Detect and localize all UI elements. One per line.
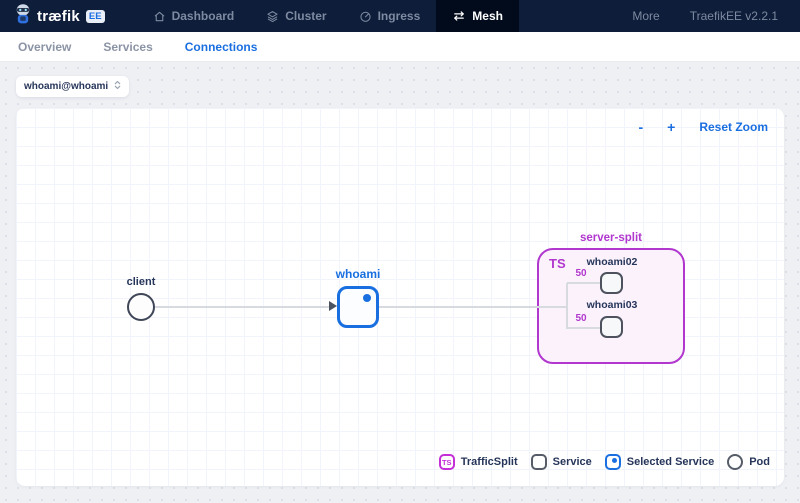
traefik-logo[interactable]: træfik EE	[14, 0, 105, 32]
split-branch-edge	[566, 283, 568, 329]
whoami02-label: whoami02	[586, 256, 638, 268]
nav-item-label: Mesh	[472, 9, 503, 23]
tab-overview[interactable]: Overview	[18, 39, 72, 54]
legend-trafficsplit: TS TrafficSplit	[438, 454, 518, 470]
service-selector[interactable]: whoami@whoami	[16, 76, 130, 97]
trafficsplit-symbol-icon: TS	[438, 454, 455, 470]
mesh-tabbar: Overview Services Connections	[0, 32, 800, 62]
page-content: whoami@whoami - + Reset Zoom server-spli…	[0, 62, 800, 503]
logo-ee-badge: EE	[85, 9, 105, 23]
legend-label: Service	[552, 456, 592, 468]
legend-label: TrafficSplit	[460, 456, 518, 468]
tab-services[interactable]: Services	[103, 39, 153, 54]
version-label: TraefikEE v2.2.1	[689, 9, 778, 23]
ts-badge: TS	[549, 256, 566, 271]
zoom-controls: - + Reset Zoom	[638, 120, 768, 134]
layers-icon	[266, 10, 279, 23]
nav-item-label: Ingress	[377, 9, 421, 23]
up-down-chevrons-icon	[114, 80, 121, 93]
edge-arrowhead-icon	[329, 301, 337, 311]
traffic-split-label: server-split	[579, 232, 642, 244]
legend-service: Service	[530, 454, 592, 470]
whoami-label: whoami	[335, 267, 381, 281]
nav-item-mesh[interactable]: Mesh	[436, 0, 519, 32]
reset-zoom-button[interactable]: Reset Zoom	[699, 120, 768, 134]
edge-whoami-to-split	[379, 306, 537, 308]
selected-dot	[363, 294, 371, 302]
swap-arrows-icon	[452, 9, 466, 23]
client-label: client	[126, 276, 156, 288]
legend-selected-service: Selected Service	[604, 454, 715, 470]
zoom-out-button[interactable]: -	[638, 119, 644, 135]
whoami02-weight: 50	[575, 268, 587, 279]
whoami03-label: whoami03	[586, 299, 638, 311]
whoami-service-node[interactable]	[337, 286, 379, 328]
nav-item-label: Dashboard	[171, 9, 235, 23]
zoom-in-button[interactable]: +	[667, 119, 676, 135]
pod-symbol-icon	[727, 454, 744, 470]
whoami03-node[interactable]	[600, 316, 623, 338]
navbar-right: More TraefikEE v2.2.1	[632, 0, 800, 32]
top-navbar: træfik EE Dashboard Cluster Ingress	[0, 0, 800, 32]
mesh-graph-canvas[interactable]: - + Reset Zoom server-split TS client wh…	[16, 108, 784, 486]
service-selector-value: whoami@whoami	[24, 81, 109, 92]
legend-pod: Pod	[727, 454, 770, 470]
traefik-mascot-icon	[14, 3, 32, 29]
nav-item-dashboard[interactable]: Dashboard	[137, 0, 251, 32]
split-edge-whoami03	[567, 327, 600, 329]
split-entry-edge	[537, 306, 567, 308]
nav-item-label: Cluster	[285, 9, 327, 23]
nav-item-ingress[interactable]: Ingress	[343, 0, 437, 32]
legend-label: Selected Service	[626, 456, 715, 468]
home-icon	[153, 10, 166, 23]
service-symbol-icon	[530, 454, 547, 470]
more-menu[interactable]: More	[632, 9, 660, 23]
whoami02-node[interactable]	[600, 272, 623, 294]
whoami03-weight: 50	[575, 313, 587, 324]
nav-item-cluster[interactable]: Cluster	[250, 0, 342, 32]
split-edge-whoami02	[567, 282, 600, 284]
tab-connections[interactable]: Connections	[184, 39, 258, 54]
edge-client-to-whoami	[155, 306, 329, 308]
graph-legend: TS TrafficSplit Service Selected Service…	[438, 454, 770, 470]
legend-label: Pod	[749, 456, 770, 468]
selected-service-symbol-icon	[604, 454, 621, 470]
logo-text: træfik	[37, 7, 80, 25]
gauge-icon	[359, 10, 372, 23]
client-pod-node[interactable]	[127, 293, 155, 321]
